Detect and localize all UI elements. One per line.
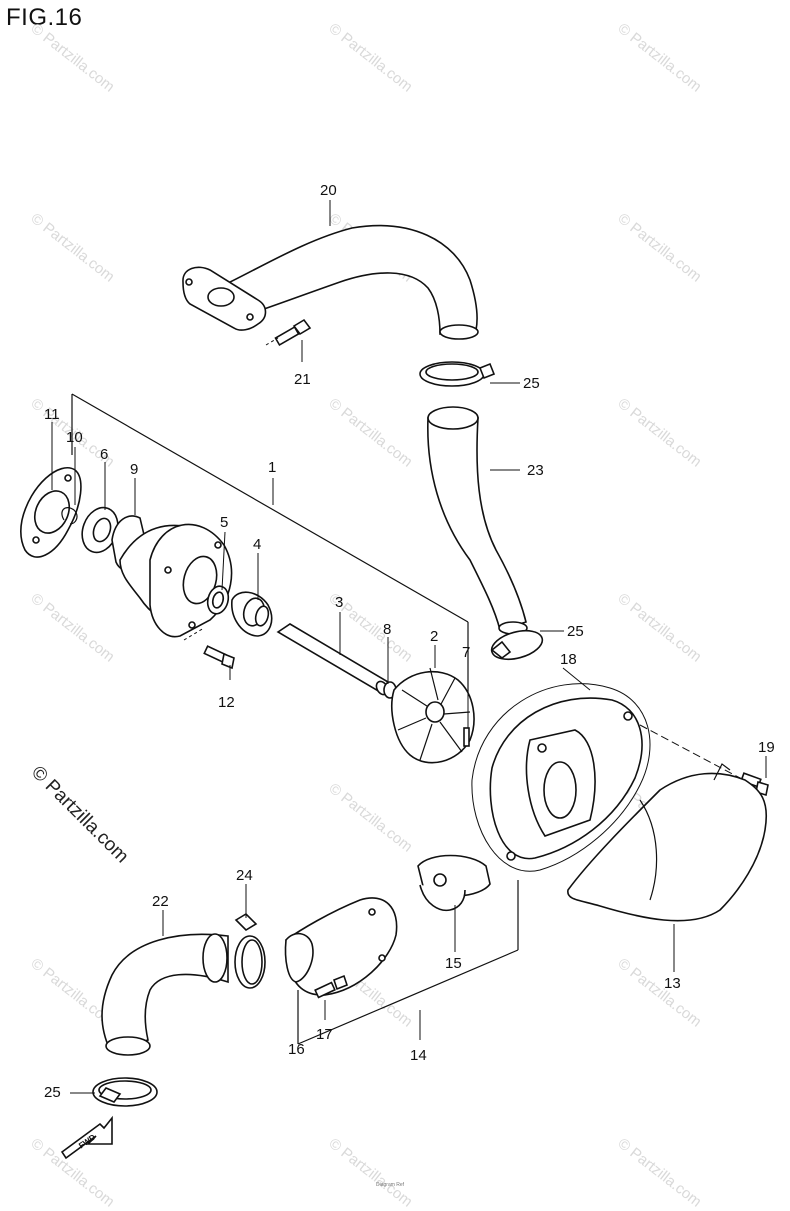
part-10-circlip xyxy=(61,507,78,525)
part-25-clamp-upper xyxy=(419,361,496,387)
callout-2: 2 xyxy=(430,628,439,645)
callout-9: 9 xyxy=(130,461,139,478)
callout-25-upper: 25 xyxy=(523,375,540,392)
part-7-pin xyxy=(463,727,470,747)
part-24-clamp xyxy=(234,912,266,989)
callout-16: 16 xyxy=(288,1041,305,1058)
callout-6: 6 xyxy=(100,446,109,463)
part-18-cover xyxy=(471,683,651,872)
part-25-clamp-lower xyxy=(92,1077,158,1107)
part-11-gasket xyxy=(19,467,82,558)
callout-13: 13 xyxy=(664,975,681,992)
callout-22: 22 xyxy=(152,893,169,910)
part-23-hose xyxy=(427,406,528,635)
callout-25-lower: 25 xyxy=(44,1084,61,1101)
callout-15: 15 xyxy=(445,955,462,972)
part-21-bolt xyxy=(265,318,312,347)
callout-10: 10 xyxy=(66,429,83,446)
callout-8: 8 xyxy=(383,621,392,638)
callout-12: 12 xyxy=(218,694,235,711)
pump-housing xyxy=(119,523,233,638)
callout-11: 11 xyxy=(44,406,60,423)
part-4-mech-seal xyxy=(231,591,273,637)
callout-19: 19 xyxy=(758,739,775,756)
callout-4: 4 xyxy=(253,536,262,553)
callout-24: 24 xyxy=(236,867,253,884)
callout-21: 21 xyxy=(294,371,311,388)
part-12-bolt xyxy=(183,627,235,670)
footer-fineprint: Diagram Ref xyxy=(376,1182,405,1188)
part-20-pipe xyxy=(182,224,479,340)
fwd-arrow-icon xyxy=(60,1115,113,1160)
part-5-seal xyxy=(206,585,230,615)
callout-14: 14 xyxy=(410,1047,427,1064)
part-22-elbow xyxy=(101,933,229,1056)
part-3-shaft xyxy=(276,623,390,696)
leader-lines xyxy=(51,200,767,1094)
callout-7: 7 xyxy=(462,644,471,661)
callout-23: 23 xyxy=(527,462,544,479)
part-2-impeller xyxy=(391,667,475,764)
callout-18: 18 xyxy=(560,651,577,668)
part-25-clamp-middle xyxy=(490,629,544,661)
callout-25-middle: 25 xyxy=(567,623,584,640)
part-15-thermostat xyxy=(417,854,491,912)
figure-title: FIG.16 xyxy=(6,4,83,31)
callout-3: 3 xyxy=(335,594,344,611)
callout-5: 5 xyxy=(220,514,229,531)
callout-1: 1 xyxy=(268,459,277,476)
part-17-bolt xyxy=(314,974,348,999)
part-13-cover-plate xyxy=(567,763,767,922)
callout-17: 17 xyxy=(316,1026,333,1043)
callout-20: 20 xyxy=(320,182,337,199)
part-16-housing xyxy=(284,897,398,996)
